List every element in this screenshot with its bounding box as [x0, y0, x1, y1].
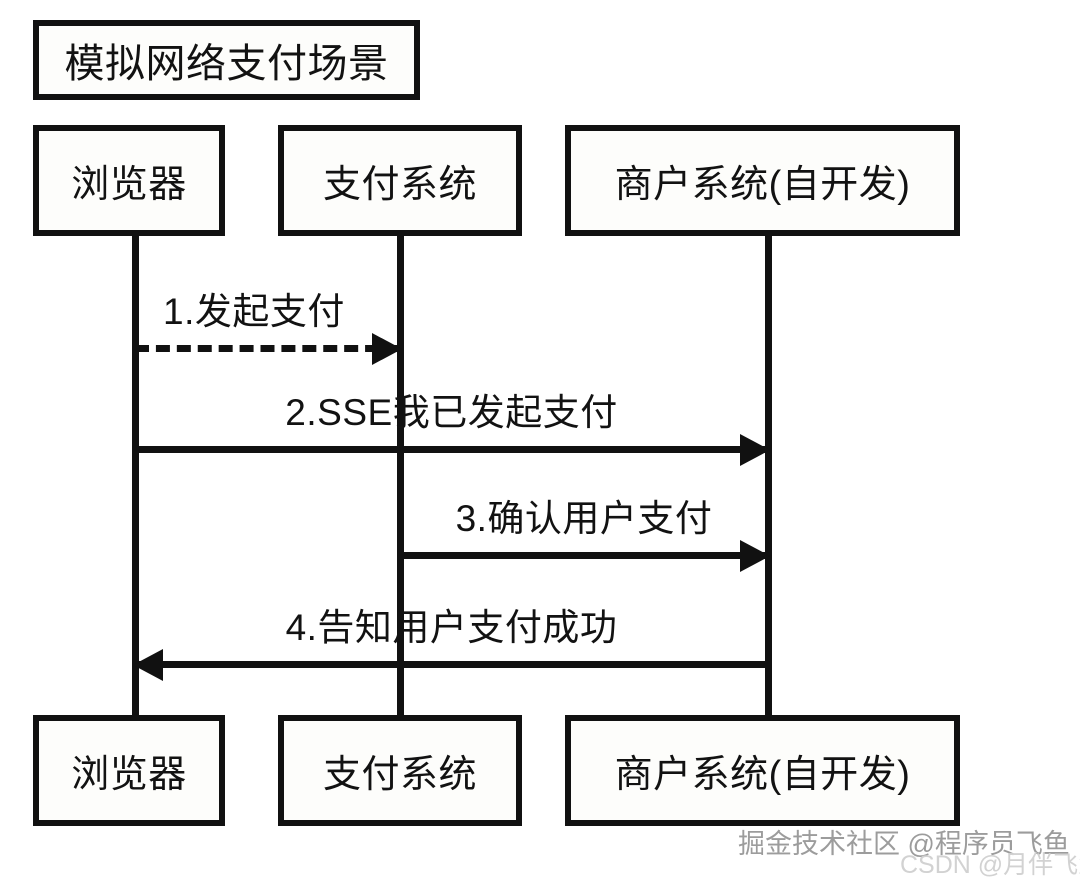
- actor-label-merchant-bottom: 商户系统(自开发): [614, 754, 911, 796]
- diagram-title-box: 模拟网络支付场景: [33, 20, 420, 100]
- watermark-juejin: 掘金技术社区 @程序员飞鱼: [738, 829, 1070, 859]
- message-3-label: 3.确认用户支付: [455, 498, 713, 539]
- message-3-arrowhead-icon: [740, 540, 770, 572]
- message-3-line: [400, 552, 768, 559]
- message-1-line: [135, 345, 400, 352]
- actor-label-browser-bottom: 浏览器: [71, 754, 187, 796]
- lifeline-payment: [397, 232, 404, 719]
- message-2-line: [135, 446, 768, 453]
- actor-box-bottom-merchant: 商户系统(自开发): [565, 715, 960, 826]
- actor-box-bottom-browser: 浏览器: [33, 715, 225, 826]
- actor-label-payment-bottom: 支付系统: [322, 754, 477, 796]
- actor-label-merchant-top: 商户系统(自开发): [614, 164, 911, 206]
- message-1-label: 1.发起支付: [163, 291, 345, 332]
- message-4-label: 4.告知用户支付成功: [285, 607, 618, 648]
- actor-box-top-merchant: 商户系统(自开发): [565, 125, 960, 236]
- lifeline-browser: [132, 232, 139, 719]
- message-1-arrowhead-icon: [372, 333, 402, 365]
- message-4-line: [135, 661, 768, 668]
- actor-box-bottom-payment: 支付系统: [278, 715, 522, 826]
- message-2-label: 2.SSE我已发起支付: [285, 392, 618, 433]
- watermark-csdn: CSDN @月伴飞鱼: [900, 851, 1080, 878]
- diagram-title-text: 模拟网络支付场景: [64, 42, 389, 86]
- actor-box-top-payment: 支付系统: [278, 125, 522, 236]
- message-4-arrowhead-icon: [133, 649, 163, 681]
- lifeline-merchant: [765, 232, 772, 719]
- actor-box-top-browser: 浏览器: [33, 125, 225, 236]
- actor-label-payment-top: 支付系统: [322, 164, 477, 206]
- message-2-arrowhead-icon: [740, 434, 770, 466]
- actor-label-browser-top: 浏览器: [71, 164, 187, 206]
